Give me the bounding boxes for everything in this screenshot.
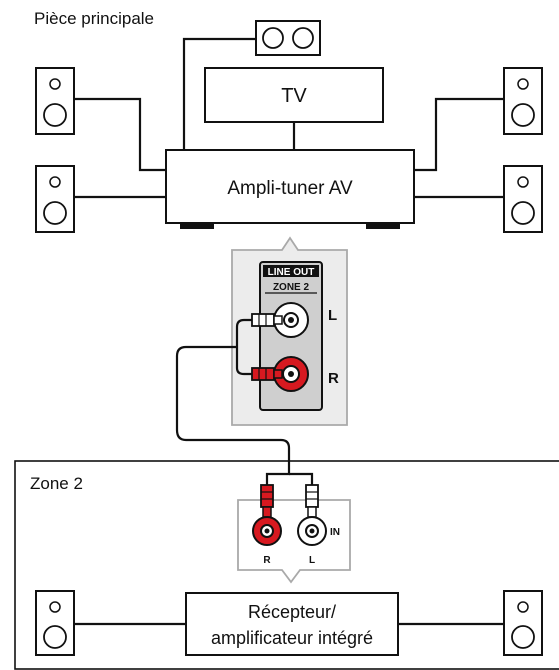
- jack-left-label: L: [328, 307, 337, 324]
- wire-front-right: [414, 97, 504, 172]
- main-room-title: Pièce principale: [34, 9, 154, 28]
- cable-to-red-plug: [265, 470, 291, 485]
- plug-red-vertical: [260, 484, 274, 518]
- input-left-label: L: [309, 555, 315, 566]
- tv-label: TV: [281, 85, 307, 107]
- input-jack-right: [252, 516, 282, 546]
- main-room-wires: [74, 37, 504, 199]
- speaker-surround-left: [35, 165, 75, 233]
- speaker-front-right: [503, 67, 543, 135]
- zone2-speaker-left: [35, 590, 75, 656]
- zone2-receiver-line2: amplificateur intégré: [211, 628, 373, 648]
- tv-box: TV: [204, 67, 384, 123]
- plug-white-horizontal: [251, 313, 283, 327]
- center-speaker: [255, 20, 321, 56]
- line-out-label: LINE OUT: [268, 267, 315, 278]
- output-jack-left: [273, 302, 309, 338]
- jack-right-label: R: [328, 370, 339, 387]
- input-right-label: R: [263, 555, 271, 566]
- av-receiver: Ampli-tuner AV: [165, 149, 415, 229]
- zone2-output-label: ZONE 2: [273, 282, 310, 293]
- input-jack-left: [297, 516, 327, 546]
- cable-main-run: [175, 345, 291, 470]
- receiver-foot-right: [366, 223, 400, 229]
- receiver-foot-left: [180, 223, 214, 229]
- zone2-title: Zone 2: [30, 474, 83, 493]
- rca-cable: [175, 318, 314, 485]
- wire-center-speaker: [182, 37, 256, 150]
- plug-white-vertical: [305, 484, 319, 518]
- output-jack-right: [273, 356, 309, 392]
- input-label: IN: [330, 527, 340, 538]
- input-callout: [237, 499, 351, 584]
- line-out-header: [263, 265, 319, 277]
- speaker-surround-right: [503, 165, 543, 233]
- wire-front-left: [74, 97, 166, 172]
- plug-red-horizontal: [251, 367, 283, 381]
- zone2-area: [14, 460, 559, 670]
- zone2-receiver-line1: Récepteur/: [248, 602, 336, 622]
- zone2-receiver: Récepteur/ amplificateur intégré: [185, 592, 399, 656]
- av-receiver-label: Ampli-tuner AV: [227, 178, 353, 199]
- zone2-speaker-right: [503, 590, 543, 656]
- cable-to-white-plug: [289, 472, 314, 485]
- speaker-front-left: [35, 67, 75, 135]
